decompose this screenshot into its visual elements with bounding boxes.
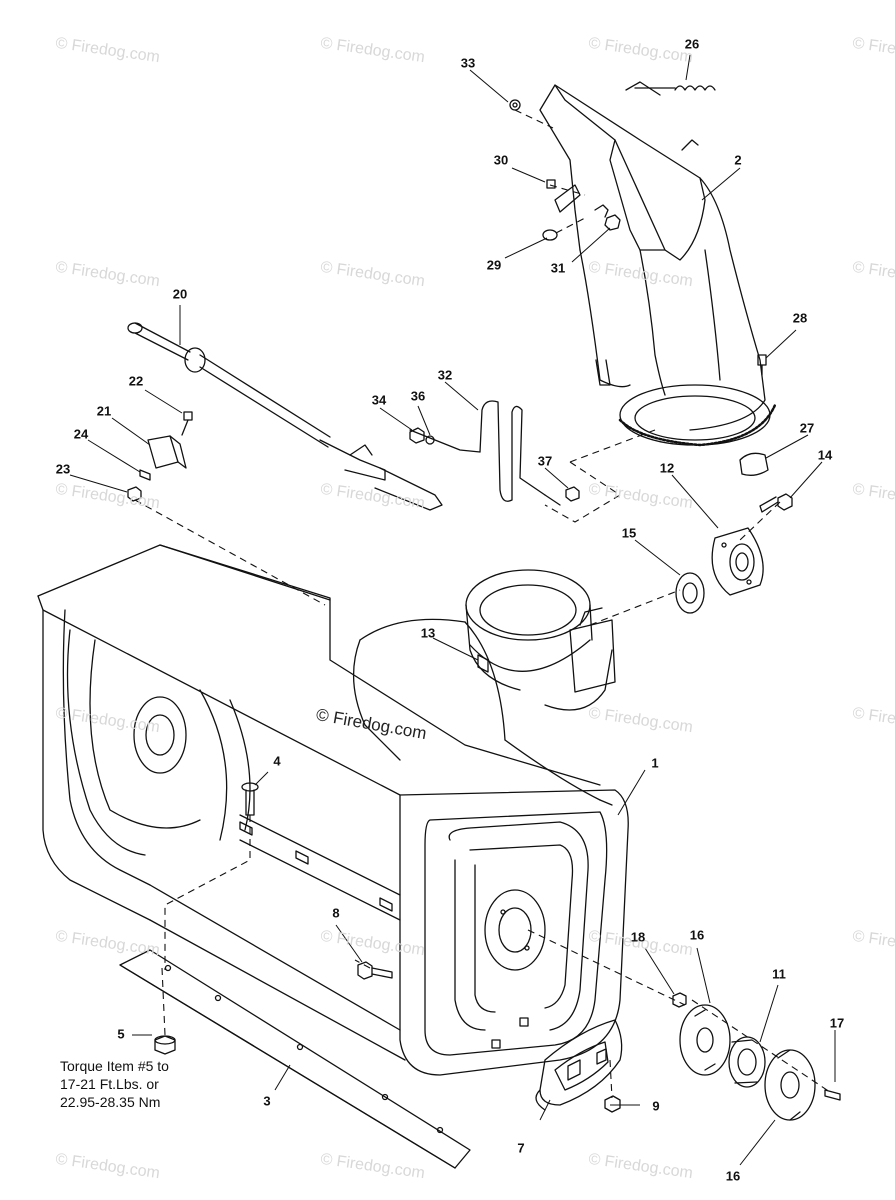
callout-12: 12 [659,460,675,476]
carriage-bolt-4 [241,782,259,816]
callout-36: 36 [410,388,426,404]
auger-housing [37,544,629,1076]
callout-17: 17 [829,1015,845,1031]
callout-22: 22 [128,373,144,389]
torque-note: Torque Item #5 to 17-21 Ft.Lbs. or 22.95… [60,1057,169,1111]
chute-adapter [465,569,616,693]
callout-4: 4 [273,753,281,769]
callout-8: 8 [332,905,340,921]
hex-bolt-8 [357,961,393,980]
callout-30: 30 [493,152,509,168]
callout-37: 37 [537,453,553,469]
callout-2: 2 [734,152,742,168]
callout-11: 11 [772,966,786,982]
callout-9: 9 [652,1098,660,1114]
bearing-stack [672,992,841,1121]
callout-33: 33 [460,55,476,71]
callout-16a: 16 [689,927,705,943]
callout-3: 3 [263,1093,271,1109]
callout-29: 29 [486,257,502,273]
scraper-bar [119,949,471,1169]
callout-5: 5 [117,1026,125,1042]
callout-13: 13 [420,625,436,641]
callout-23: 23 [55,461,71,477]
discharge-chute [509,81,777,476]
callout-21: 21 [96,403,112,419]
callout-20: 20 [172,286,188,302]
skid-shoe [535,1019,623,1113]
callout-27: 27 [799,420,815,436]
callout-1: 1 [651,755,659,771]
crank-bracket [127,411,193,502]
callout-26: 26 [684,36,700,52]
callout-18: 18 [630,929,646,945]
callout-15: 15 [621,525,637,541]
torque-note-line2: 17-21 Ft.Lbs. or [60,1076,159,1092]
callout-7: 7 [517,1140,525,1156]
callout-32: 32 [437,367,453,383]
callout-28: 28 [792,310,808,326]
torque-note-line3: 22.95-28.35 Nm [60,1094,161,1110]
callout-24: 24 [73,426,89,442]
flange-bearing [675,493,793,614]
callout-14: 14 [817,447,833,463]
tension-rod [409,400,580,506]
callout-34: 34 [371,392,387,408]
callout-31: 31 [550,260,566,276]
callout-16b: 16 [725,1168,741,1184]
chute-crank [127,322,443,511]
torque-note-line1: Torque Item #5 to [60,1058,169,1074]
